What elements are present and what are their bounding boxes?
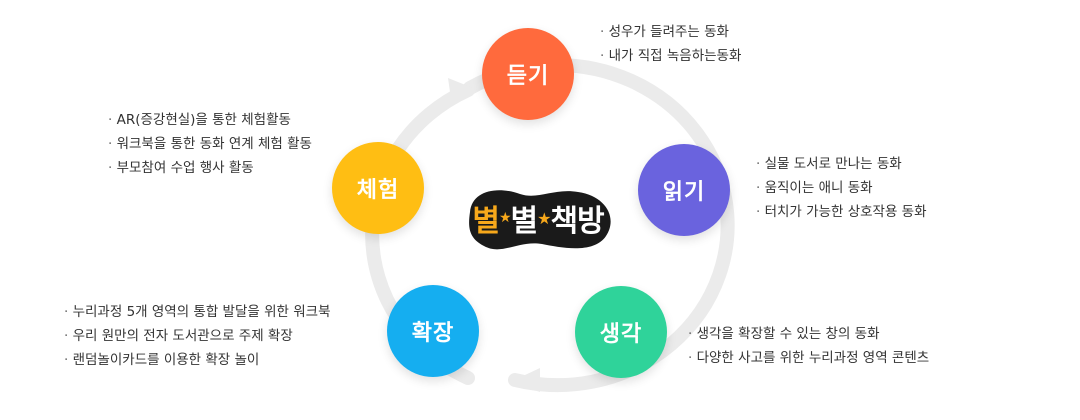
node-listen-label: 듣기 bbox=[506, 64, 550, 89]
logo: 별 ★ 별 ★ 책방 bbox=[458, 178, 618, 258]
desc-item: 랜덤놀이카드를 이용한 확장 놀이 bbox=[64, 348, 331, 372]
desc-item: 성우가 들려주는 동화 bbox=[600, 20, 741, 44]
desc-think: 생각을 확장할 수 있는 창의 동화 다양한 사고를 위한 누리과정 영역 콘텐… bbox=[688, 322, 930, 370]
arrowhead-top bbox=[448, 78, 478, 106]
node-expand-label: 확장 bbox=[411, 321, 455, 346]
desc-item: 워크북을 통한 동화 연계 체험 활동 bbox=[108, 132, 312, 156]
desc-item: 다양한 사고를 위한 누리과정 영역 콘텐츠 bbox=[688, 346, 930, 370]
desc-expand: 누리과정 5개 영역의 통합 발달을 위한 워크북 우리 원만의 전자 도서관으… bbox=[64, 300, 331, 372]
desc-item: 움직이는 애니 동화 bbox=[756, 176, 927, 200]
node-experience-label: 체험 bbox=[356, 178, 400, 203]
desc-item: 우리 원만의 전자 도서관으로 주제 확장 bbox=[64, 324, 331, 348]
logo-blob bbox=[469, 190, 611, 250]
desc-item: 실물 도서로 만나는 동화 bbox=[756, 152, 927, 176]
node-experience: 체험 bbox=[332, 142, 424, 234]
desc-listen: 성우가 들려주는 동화 내가 직접 녹음하는동화 bbox=[600, 20, 742, 68]
desc-item: 생각을 확장할 수 있는 창의 동화 bbox=[688, 322, 929, 346]
desc-read: 실물 도서로 만나는 동화 움직이는 애니 동화 터치가 가능한 상호작용 동화 bbox=[756, 152, 927, 224]
node-think: 생각 bbox=[575, 286, 667, 378]
arrowhead-bottom bbox=[510, 368, 540, 392]
logo-char-1: 별 bbox=[472, 204, 500, 239]
node-listen: 듣기 bbox=[482, 28, 574, 120]
desc-item: 누리과정 5개 영역의 통합 발달을 위한 워크북 bbox=[64, 300, 331, 324]
desc-item: 부모참여 수업 행사 활동 bbox=[108, 156, 312, 180]
desc-item: AR(증강현실)을 통한 체험활동 bbox=[108, 108, 312, 132]
node-read-label: 읽기 bbox=[662, 180, 706, 205]
node-think-label: 생각 bbox=[599, 322, 643, 347]
desc-item: 내가 직접 녹음하는동화 bbox=[600, 44, 742, 68]
desc-item: 터치가 가능한 상호작용 동화 bbox=[756, 200, 927, 224]
logo-char-3: 책방 bbox=[550, 204, 604, 239]
logo-star-1: ★ bbox=[498, 210, 512, 226]
desc-experience: AR(증강현실)을 통한 체험활동 워크북을 통한 동화 연계 체험 활동 부모… bbox=[108, 108, 312, 180]
node-expand: 확장 bbox=[387, 285, 479, 377]
logo-star-2: ★ bbox=[537, 208, 551, 228]
node-read: 읽기 bbox=[638, 144, 730, 236]
logo-char-2: 별 bbox=[510, 204, 539, 239]
